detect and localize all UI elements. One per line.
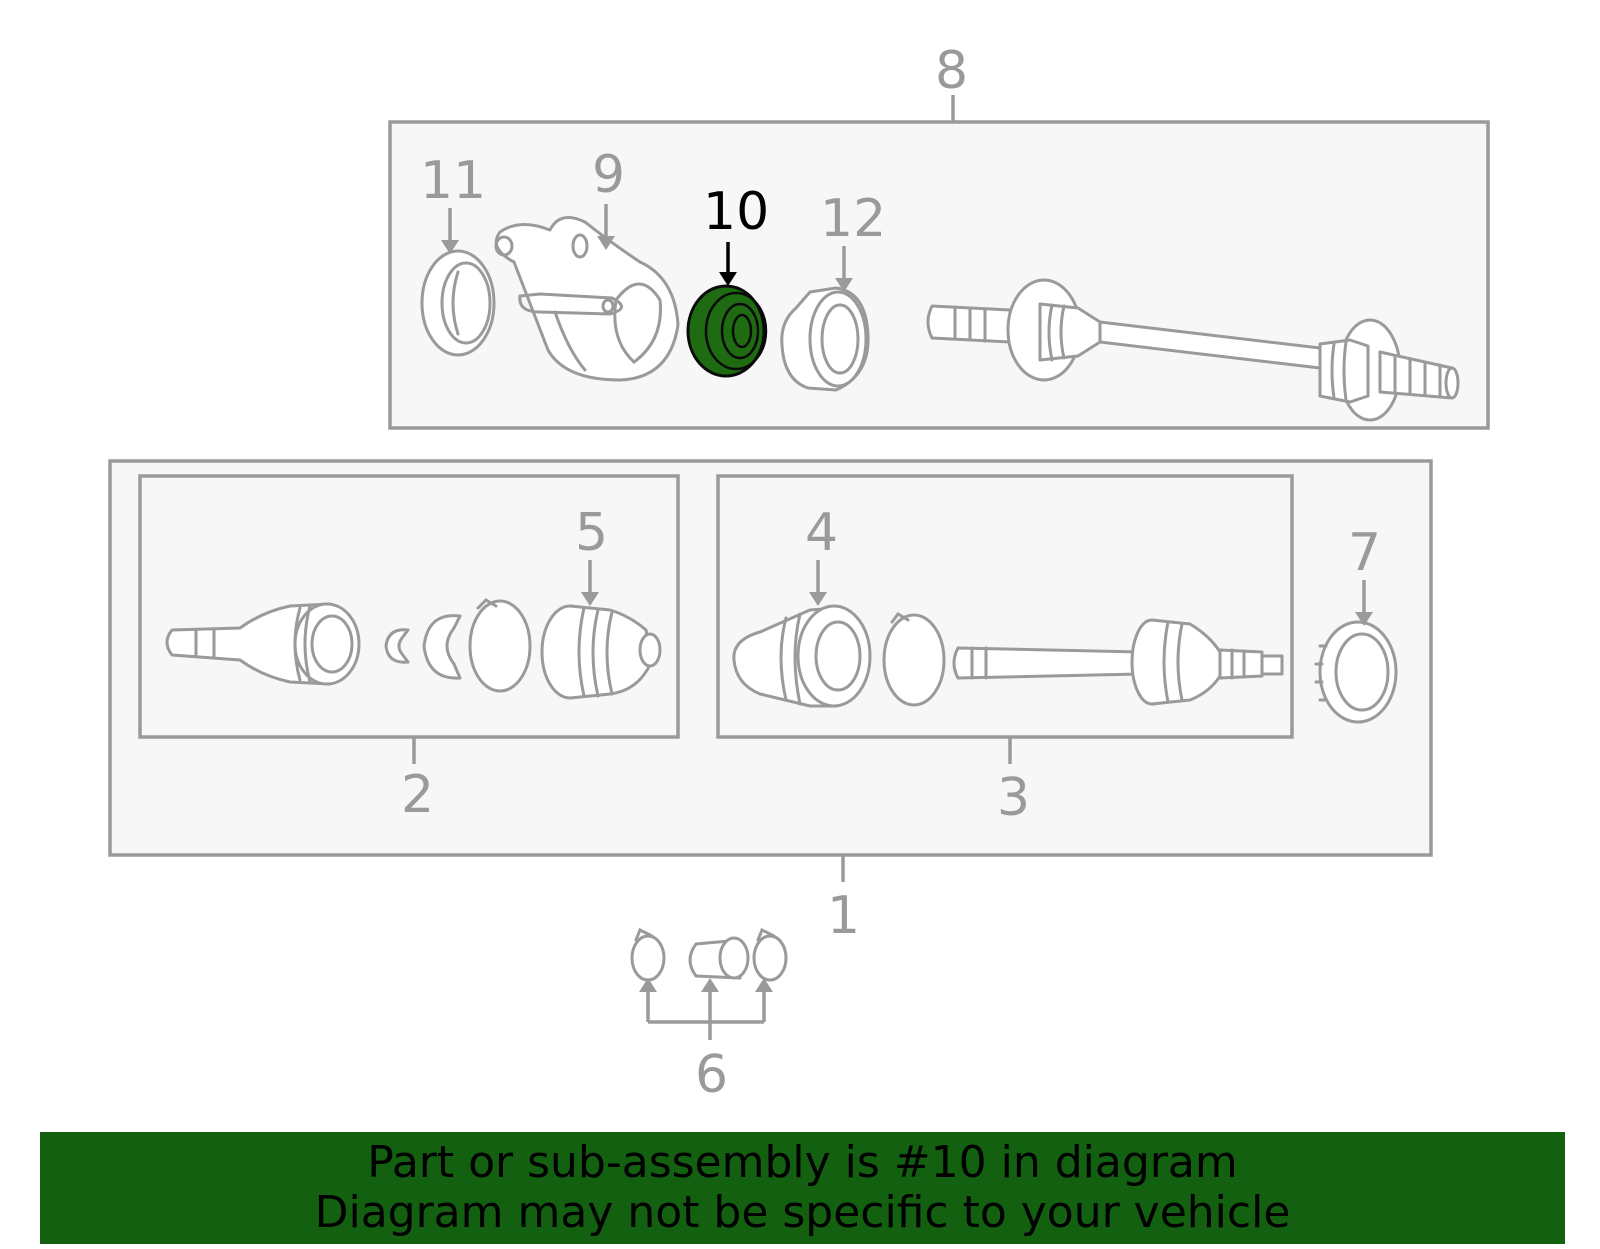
part-12-ring[interactable]: [780, 286, 870, 392]
info-banner: Part or sub-assembly is #10 in diagram D…: [40, 1132, 1565, 1244]
part-2-circlips[interactable]: [384, 598, 532, 693]
callout-8[interactable]: 8: [935, 41, 968, 101]
callout-4[interactable]: 4: [805, 503, 838, 563]
part-7-tone-ring[interactable]: [1314, 620, 1398, 724]
callout-6[interactable]: 6: [695, 1045, 728, 1105]
callout-10[interactable]: 10: [703, 182, 769, 242]
part-8-axle-shaft[interactable]: [926, 278, 1460, 422]
callout-12[interactable]: 12: [820, 189, 886, 249]
banner-line-1: Part or sub-assembly is #10 in diagram: [367, 1137, 1238, 1188]
part-5-boot[interactable]: [540, 604, 662, 700]
callout-9[interactable]: 9: [592, 145, 625, 205]
callout-3[interactable]: 3: [997, 768, 1030, 828]
part-2-inner-joint[interactable]: [165, 602, 361, 686]
callout-11[interactable]: 11: [420, 151, 486, 211]
part-3-axle-shaft[interactable]: [882, 612, 1284, 707]
part-11-seal[interactable]: [420, 249, 496, 357]
callout-1[interactable]: 1: [827, 886, 860, 946]
callout-7[interactable]: 7: [1348, 523, 1381, 583]
callout-5[interactable]: 5: [575, 503, 608, 563]
callout-2[interactable]: 2: [401, 765, 434, 825]
part-4-outer-boot[interactable]: [732, 604, 872, 708]
part-10-bearing[interactable]: [686, 284, 768, 378]
banner-line-2: Diagram may not be specific to your vehi…: [314, 1187, 1291, 1238]
part-9-housing[interactable]: [494, 216, 680, 382]
part-6-clamps[interactable]: [630, 927, 788, 982]
